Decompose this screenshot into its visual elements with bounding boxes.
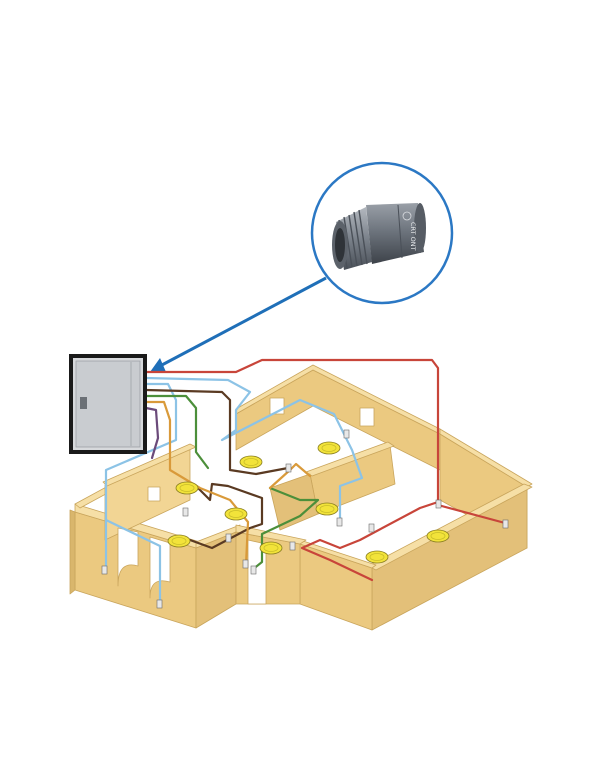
blue-wire-3	[104, 518, 162, 608]
light-fixture	[224, 507, 248, 521]
breaker-panel-icon	[69, 354, 147, 454]
callout-magnifier: CRT ONT	[310, 161, 454, 305]
green-wire-2	[250, 486, 320, 572]
house-walls	[69, 364, 533, 631]
light-fixtures	[167, 441, 450, 564]
red-wire-branch	[436, 503, 507, 525]
blue-wire	[144, 376, 364, 522]
light-fixture	[239, 455, 263, 469]
connector-marking-text: CRT ONT	[409, 222, 417, 251]
wire-runs	[104, 358, 507, 608]
conduit-connector-icon: CRT ONT	[332, 203, 426, 270]
green-wire	[144, 394, 210, 470]
outlet-boxes	[101, 429, 509, 609]
blue-wire-2	[104, 382, 178, 572]
light-fixture	[315, 502, 339, 516]
light-fixture	[167, 534, 191, 548]
brown-wire	[144, 388, 290, 476]
orange-wire	[144, 400, 250, 566]
red-wire	[144, 358, 440, 582]
light-fixture	[365, 550, 389, 564]
pointer-arrow	[150, 276, 327, 372]
orange-wire-2	[268, 462, 312, 490]
light-fixture	[175, 481, 199, 495]
brown-wire-2	[188, 482, 264, 550]
light-fixture	[317, 441, 341, 455]
light-fixture	[426, 529, 450, 543]
purple-wire	[144, 406, 160, 460]
light-fixture	[259, 541, 283, 555]
